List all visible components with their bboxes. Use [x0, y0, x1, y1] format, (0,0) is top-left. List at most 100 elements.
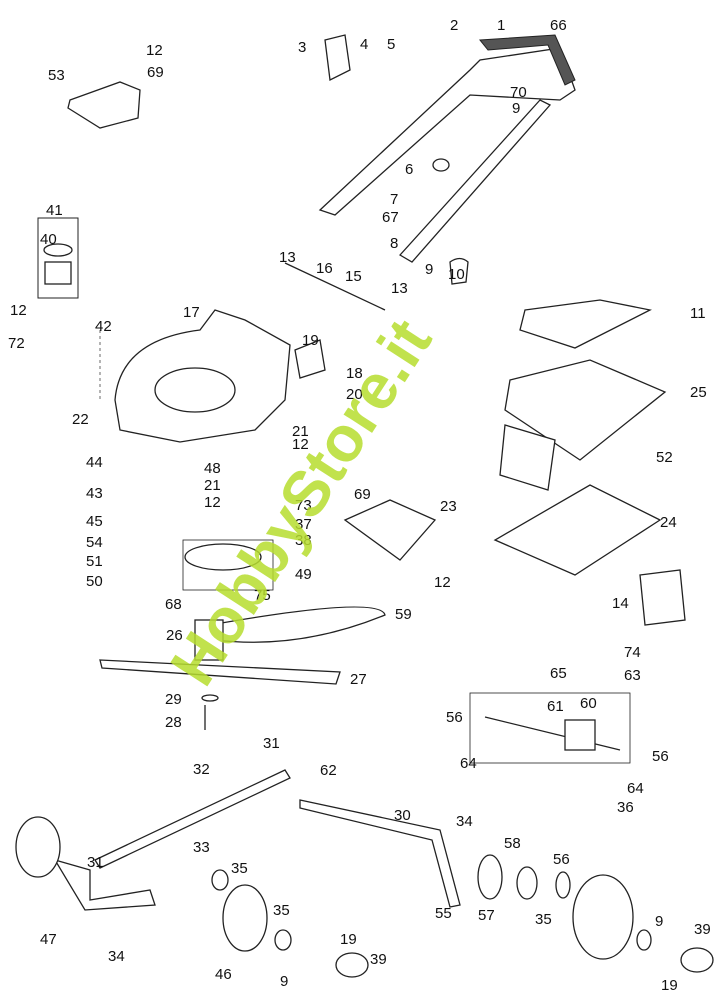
part-number-label: 38 [295, 532, 312, 549]
part-number-label: 34 [108, 948, 125, 965]
part-number-label: 25 [690, 384, 707, 401]
part-number-label: 42 [95, 318, 112, 335]
grass-bag [493, 484, 662, 576]
part-number-label: 56 [446, 709, 463, 726]
part-number-label: 4 [360, 36, 368, 53]
part-number-label: 22 [72, 411, 89, 428]
part-number-label: 19 [661, 977, 678, 994]
part-number-label: 7 [390, 191, 398, 208]
bag-top [519, 299, 652, 349]
part-number-label: 13 [391, 280, 408, 297]
part-number-label: 74 [624, 644, 641, 661]
bag-handle-frame [499, 424, 556, 491]
part-number-label: 45 [86, 513, 103, 530]
part-number-label: 17 [183, 304, 200, 321]
part-number-label: 50 [86, 573, 103, 590]
part-number-label: 44 [86, 454, 103, 471]
part-number-label: 12 [292, 436, 309, 453]
part-number-label: 9 [425, 261, 433, 278]
part-number-label: 65 [550, 665, 567, 682]
part-number-label: 72 [8, 335, 25, 352]
part-number-label: 58 [504, 835, 521, 852]
part-number-label: 39 [694, 921, 711, 938]
part-number-label: 53 [48, 67, 65, 84]
part-number-label: 19 [340, 931, 357, 948]
part-number-label: 39 [370, 951, 387, 968]
part-number-label: 31 [263, 735, 280, 752]
deflector [639, 569, 686, 626]
part-number-label: 60 [580, 695, 597, 712]
part-number-label: 14 [612, 595, 629, 612]
part-number-label: 66 [550, 17, 567, 34]
part-number-label: 57 [478, 907, 495, 924]
part-number-label: 59 [395, 606, 412, 623]
part-number-label: 29 [165, 691, 182, 708]
part-number-label: 47 [40, 931, 57, 948]
part-number-label: 5 [387, 36, 395, 53]
part-number-label: 13 [279, 249, 296, 266]
part-number-label: 37 [295, 516, 312, 533]
part-number-label: 69 [147, 64, 164, 81]
part-number-label: 32 [193, 761, 210, 778]
part-number-label: 3 [298, 39, 306, 56]
part-number-label: 41 [46, 202, 63, 219]
part-number-label: 35 [273, 902, 290, 919]
part-number-label: 11 [690, 305, 706, 322]
part-number-label: 9 [512, 100, 520, 117]
part-number-label: 31 [87, 854, 104, 871]
part-number-label: 18 [346, 365, 363, 382]
part-number-label: 1 [497, 17, 505, 34]
part-number-label: 67 [382, 209, 399, 226]
part-number-label: 12 [434, 574, 451, 591]
wheels [15, 816, 714, 978]
handle-assembly [318, 34, 576, 285]
part-number-label: 9 [655, 913, 663, 930]
part-number-label: 51 [86, 553, 103, 570]
drive-belt [209, 606, 386, 643]
part-number-label: 35 [231, 860, 248, 877]
part-number-label: 28 [165, 714, 182, 731]
part-number-label: 36 [617, 799, 634, 816]
part-number-label: 35 [535, 911, 552, 928]
part-number-label: 15 [345, 268, 362, 285]
part-number-label: 54 [86, 534, 103, 551]
part-number-label: 8 [390, 235, 398, 252]
part-number-label: 20 [346, 386, 363, 403]
part-number-label: 23 [440, 498, 457, 515]
part-number-label: 56 [652, 748, 669, 765]
part-number-label: 62 [320, 762, 337, 779]
part-number-label: 26 [166, 627, 183, 644]
bag-frame [504, 359, 667, 461]
part-number-label: 9 [280, 973, 288, 990]
rear-cover [67, 81, 141, 129]
part-number-label: 19 [302, 332, 319, 349]
part-number-label: 12 [204, 494, 221, 511]
part-number-label: 27 [350, 671, 367, 688]
part-number-label: 40 [40, 231, 57, 248]
part-number-label: 12 [10, 302, 27, 319]
part-number-label: 46 [215, 966, 232, 983]
part-number-label: 24 [660, 514, 677, 531]
part-number-label: 33 [193, 839, 210, 856]
part-number-label: 21 [204, 477, 221, 494]
part-number-label: 56 [553, 851, 570, 868]
part-number-label: 2 [450, 17, 458, 34]
part-number-label: 63 [624, 667, 641, 684]
part-number-label: 52 [656, 449, 673, 466]
part-number-label: 64 [627, 780, 644, 797]
part-number-label: 6 [405, 161, 413, 178]
part-number-label: 43 [86, 485, 103, 502]
part-number-label: 12 [146, 42, 163, 59]
part-number-label: 48 [204, 460, 221, 477]
part-number-label: 10 [448, 266, 465, 283]
part-number-label: 30 [394, 807, 411, 824]
part-number-label: 64 [460, 755, 477, 772]
part-number-label: 16 [316, 260, 333, 277]
part-number-label: 68 [165, 596, 182, 613]
part-number-label: 61 [547, 698, 564, 715]
blade [99, 659, 341, 685]
part-number-label: 21 [292, 423, 309, 440]
bearing-assembly [37, 217, 79, 299]
